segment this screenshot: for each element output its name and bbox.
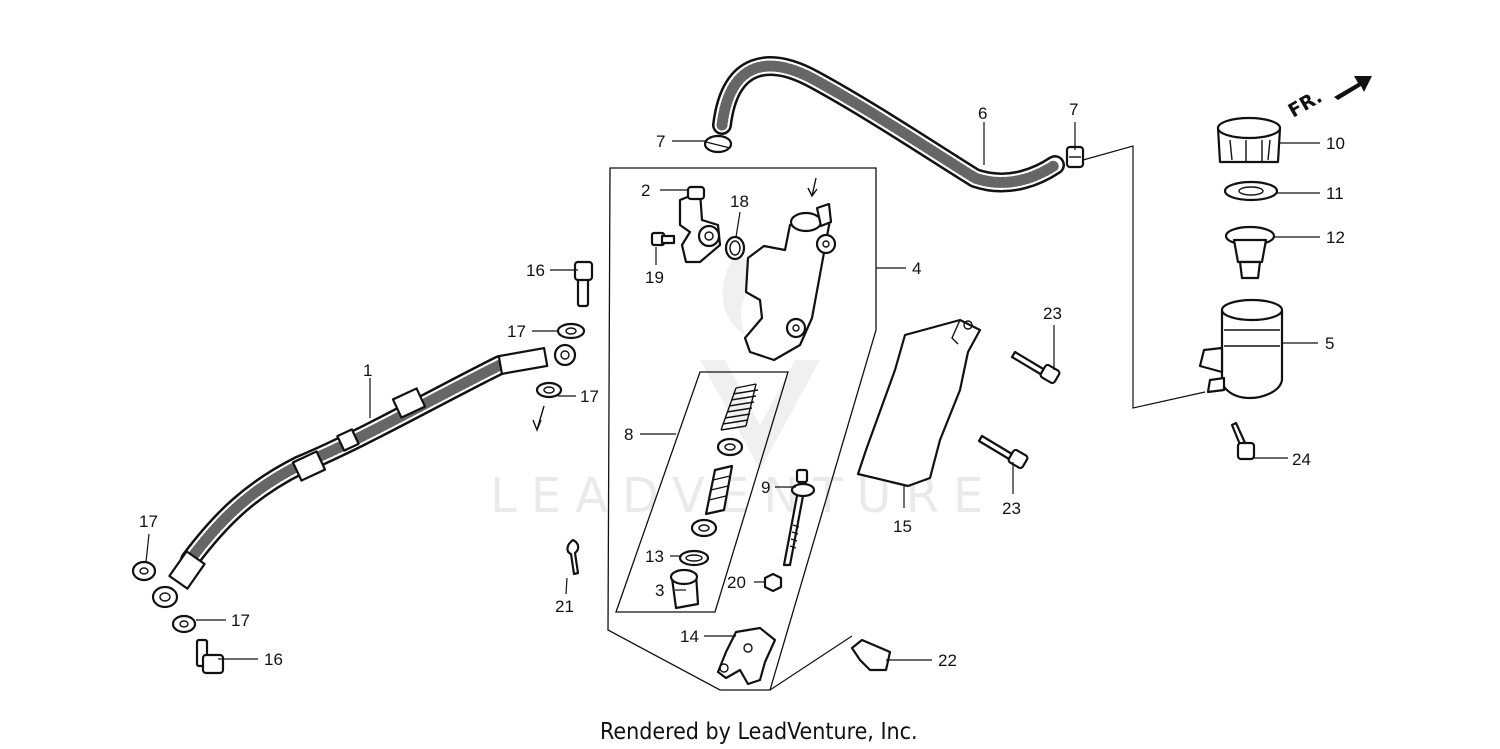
spring [720,383,759,431]
callout-22: 22 [938,651,957,670]
callout-7-left: 7 [656,132,665,151]
callout-1: 1 [363,361,372,380]
reservoir-bolt [1230,421,1256,461]
callout-10: 10 [1326,134,1345,153]
push-rod [782,468,816,567]
push-rod-joint [716,626,777,686]
callout-3: 3 [655,581,664,600]
footer-credit: Rendered by LeadVenture, Inc. [600,719,918,745]
direction-label: FR. [1285,86,1326,123]
boot [669,568,700,610]
washer-upper-2 [535,381,563,399]
callout-15: 15 [893,517,912,536]
callout-16-upper: 16 [526,261,545,280]
callout-17-upper-2: 17 [580,387,599,406]
cotter-pin [566,538,580,576]
diaphragm-plate [1223,180,1279,202]
mounting-bolt-lower [977,434,1029,470]
piston [704,464,734,516]
callout-6: 6 [978,104,987,123]
callout-4: 4 [912,259,921,278]
diaphragm [1224,225,1276,280]
forward-direction-indicator: FR. [1285,76,1372,123]
primary-cup [716,437,744,457]
callout-20: 20 [727,573,746,592]
callout-7-right: 7 [1069,100,1078,119]
callout-17-upper-1: 17 [507,322,526,341]
callout-19: 19 [645,268,664,287]
reservoir-joint [678,185,722,264]
callout-16-lower: 16 [264,650,283,669]
callout-18: 18 [730,192,749,211]
brake-hose [151,343,577,609]
reservoir-cap [1216,116,1282,164]
callout-14: 14 [680,627,699,646]
lock-nut [763,572,783,593]
arrow-down-master-icon [807,177,818,198]
callout-8: 8 [624,425,633,444]
bracket [850,638,892,672]
washer-upper-1 [556,322,586,340]
callout-23-upper: 23 [1043,304,1062,323]
hose-clip-left [703,134,733,154]
mounting-bolt-upper [1010,350,1061,385]
arrow-down-left-icon [532,405,545,432]
washer-lower-2 [171,614,197,634]
callout-11: 11 [1326,184,1344,203]
callout-12: 12 [1326,228,1345,247]
callout-13: 13 [645,547,664,566]
o-ring [724,235,746,261]
callout-17-lower-1: 17 [139,512,158,531]
arrow-forward-icon [1334,76,1372,100]
callout-2: 2 [641,181,650,200]
washer-lower-1 [131,560,157,582]
reservoir-hose [712,56,1065,193]
hose-clip-right [1065,145,1085,169]
callout-5: 5 [1325,334,1334,353]
callout-23-lower: 23 [1002,499,1021,518]
joint-screw [650,231,676,247]
callout-21: 21 [555,597,574,616]
callout-numbers: 1 2 3 4 5 6 7 7 8 9 10 11 12 13 14 15 16… [139,100,1345,670]
callout-24: 24 [1292,450,1311,469]
master-cylinder-body [743,202,837,362]
piston-kit-outline [615,371,789,613]
banjo-bolt-lower [195,638,225,675]
leader-lines [145,122,1320,691]
secondary-cup [690,518,718,538]
circlip [678,549,710,567]
callout-9: 9 [761,478,770,497]
banjo-bolt-upper [573,260,594,308]
reservoir-tank [1198,298,1284,400]
master-cylinder-guard [856,318,982,488]
callout-17-lower-2: 17 [231,611,250,630]
hose-route-line [1082,145,1206,409]
